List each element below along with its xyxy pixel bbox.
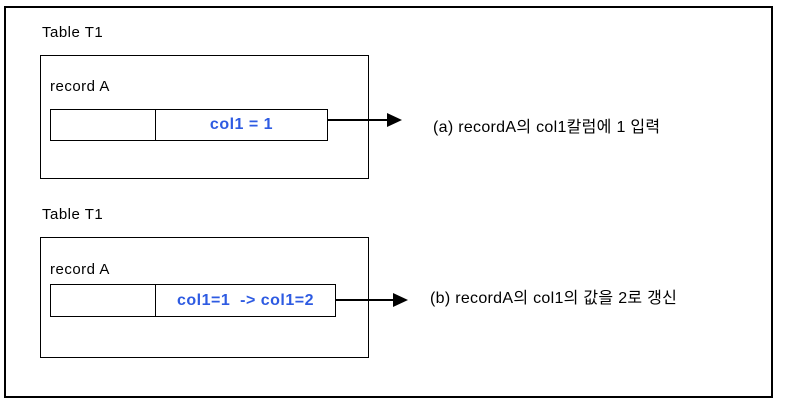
record-cell-empty-2 bbox=[51, 285, 156, 316]
record-cell-value-2: col1=1 -> col1=2 bbox=[176, 291, 315, 309]
arrow-head-icon-2 bbox=[393, 293, 408, 307]
record-cell-value-1: col1 = 1 bbox=[209, 116, 274, 133]
table-title-2: Table T1 bbox=[42, 206, 104, 223]
arrow-head-icon-1 bbox=[387, 113, 402, 127]
record-cell-empty-1 bbox=[51, 110, 156, 140]
record-label-1: record A bbox=[50, 78, 110, 95]
caption-b: (b) recordA의 col1의 값을 2로 갱신 bbox=[430, 290, 678, 307]
record-label-2: record A bbox=[50, 261, 110, 278]
arrow-line-2 bbox=[335, 299, 394, 301]
arrow-line-1 bbox=[327, 119, 388, 121]
record-row-1: col1 = 1 bbox=[50, 109, 328, 141]
outer-frame bbox=[4, 6, 773, 398]
record-row-2: col1=1 -> col1=2 bbox=[50, 284, 336, 317]
caption-a: (a) recordA의 col1칼럼에 1 입력 bbox=[433, 119, 661, 136]
table-title-1: Table T1 bbox=[42, 24, 104, 41]
